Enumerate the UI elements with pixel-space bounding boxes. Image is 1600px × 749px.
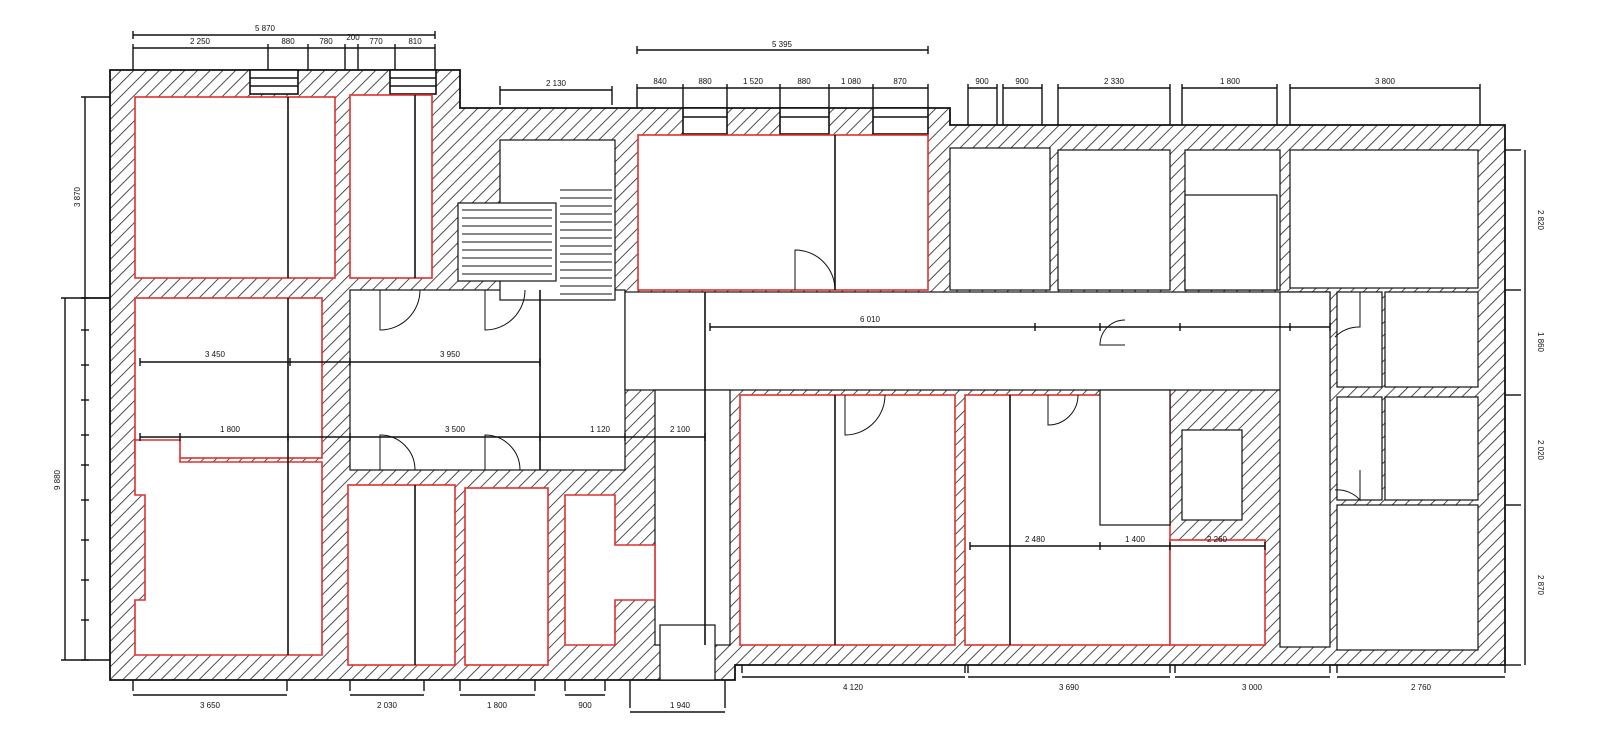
dim-label: 3 650 (200, 701, 221, 710)
corridor-south (654, 389, 731, 646)
dim-label: 780 (319, 37, 333, 46)
dim-label: 770 (369, 37, 383, 46)
dim-label: 840 (653, 77, 667, 86)
dim-label: 200 (346, 33, 360, 42)
room (1099, 389, 1171, 526)
dim-label: 2 020 (1536, 440, 1545, 461)
dim-label: 3 950 (440, 350, 461, 359)
dim-label: 1 520 (743, 77, 764, 86)
room (949, 147, 1051, 291)
room (134, 96, 336, 279)
dim-label: 2 130 (546, 79, 567, 88)
room (1181, 429, 1243, 521)
dim-label: 3 000 (1242, 683, 1263, 692)
dim-label: 900 (975, 77, 989, 86)
corridor-main (624, 291, 1331, 391)
dim-label: 880 (698, 77, 712, 86)
dim-label: 5 395 (772, 40, 793, 49)
room (1289, 149, 1479, 289)
dim-label: 2 260 (1207, 535, 1228, 544)
dim-label: 3 800 (1375, 77, 1396, 86)
dim-label: 2 100 (670, 425, 691, 434)
dim-label: 2 330 (1104, 77, 1125, 86)
dim-label: 4 120 (843, 683, 864, 692)
staircase (457, 139, 1278, 301)
hall-west (349, 289, 626, 471)
corridors (349, 289, 1331, 648)
rooms (134, 94, 1479, 681)
room (349, 94, 433, 279)
dim-label: 9 880 (53, 469, 62, 490)
room (1057, 149, 1171, 291)
room (464, 487, 549, 666)
dim-label: 6 010 (860, 315, 881, 324)
room (637, 134, 929, 291)
dim-label: 870 (893, 77, 907, 86)
corridor-east (1279, 291, 1331, 648)
dim-label: 900 (578, 701, 592, 710)
dim-label: 2 250 (190, 37, 211, 46)
dim-label: 3 690 (1059, 683, 1080, 692)
room (347, 484, 456, 666)
dim-label: 3 500 (445, 425, 466, 434)
entrance (659, 624, 716, 681)
dim-label: 880 (797, 77, 811, 86)
windows (249, 69, 929, 135)
dim-label: 2 030 (377, 701, 398, 710)
room (1336, 504, 1479, 651)
room (739, 394, 956, 646)
dim-label: 1 800 (487, 701, 508, 710)
dim-label: 1 800 (220, 425, 241, 434)
room (564, 494, 656, 646)
dimension-labels: 5 870 2 250 880 780 200 770 810 2 130 5 … (53, 24, 1545, 710)
dim-label: 1 940 (670, 701, 691, 710)
room (134, 439, 323, 656)
partitions (287, 95, 1011, 665)
dim-label: 3 450 (205, 350, 226, 359)
dim-label: 810 (408, 37, 422, 46)
dim-label: 1 860 (1536, 332, 1545, 353)
dim-label: 3 870 (73, 186, 82, 207)
dim-label: 5 870 (255, 24, 276, 33)
doors (379, 249, 1361, 502)
dim-label: 1 400 (1125, 535, 1146, 544)
room (1384, 396, 1479, 501)
dimension-lines (61, 31, 1526, 713)
room (134, 297, 323, 459)
dim-label: 900 (1015, 77, 1029, 86)
dim-label: 880 (281, 37, 295, 46)
room (1384, 291, 1479, 388)
dim-label: 1 800 (1220, 77, 1241, 86)
dim-label: 2 820 (1536, 210, 1545, 231)
dim-label: 1 120 (590, 425, 611, 434)
room (1169, 539, 1266, 646)
dim-label: 1 080 (841, 77, 862, 86)
dim-label: 2 760 (1411, 683, 1432, 692)
dim-label: 2 480 (1025, 535, 1046, 544)
dim-label: 2 870 (1536, 575, 1545, 596)
